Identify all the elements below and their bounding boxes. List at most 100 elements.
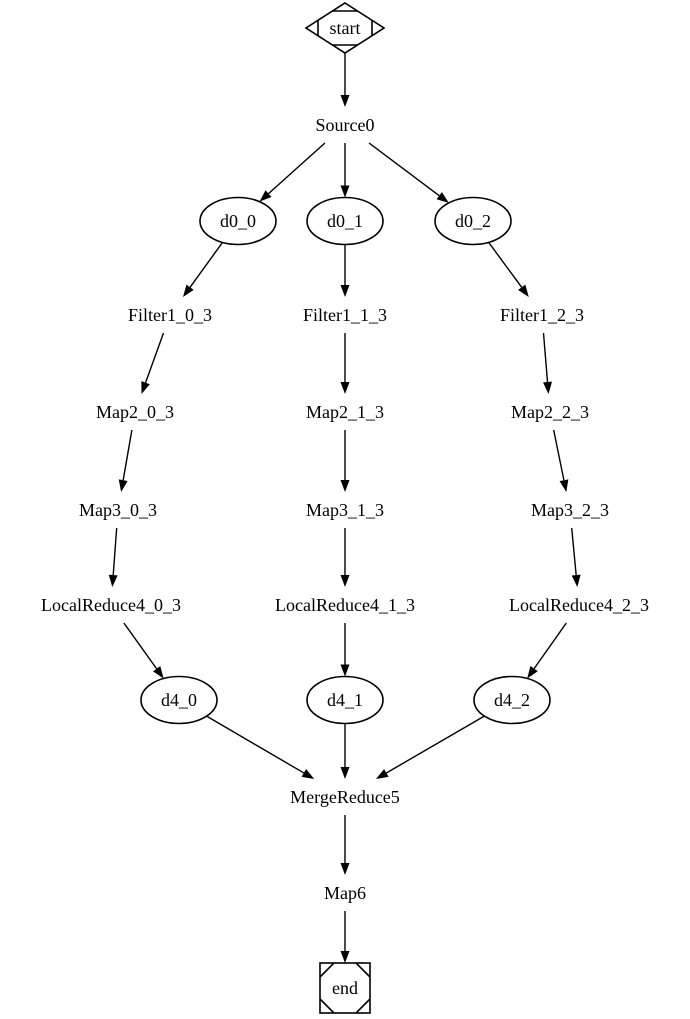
arrowhead-icon — [559, 479, 569, 492]
node-Map3_1_3: Map3_1_3 — [306, 500, 384, 520]
edge-line — [206, 715, 305, 774]
node-LocalReduce4_0_3: LocalReduce4_0_3 — [41, 595, 181, 615]
node-Filter1_1_3: Filter1_1_3 — [303, 305, 387, 325]
node-d4_1: d4_1 — [306, 675, 384, 725]
node-label: d4_1 — [327, 690, 363, 710]
arrowhead-icon — [375, 769, 389, 779]
node-Map2_0_3: Map2_0_3 — [96, 402, 174, 422]
edge-Source0-d0_1 — [340, 143, 350, 198]
edge-Map3_1_3-LocalReduce4_1_3 — [340, 528, 350, 587]
arrowhead-icon — [571, 574, 581, 587]
node-MergeReduce5: MergeReduce5 — [290, 787, 400, 807]
node-label: Map6 — [324, 883, 366, 903]
corner-cut-line — [355, 962, 371, 978]
edge-Map2_2_3-Map3_2_3 — [552, 429, 569, 492]
edge-Filter1_2_3-Map2_2_3 — [542, 332, 553, 394]
arrowhead-icon — [152, 666, 164, 679]
arrowhead-icon — [340, 95, 350, 107]
node-Map2_2_3: Map2_2_3 — [511, 402, 589, 422]
arrowhead-icon — [340, 285, 350, 297]
arrowhead-icon — [543, 381, 553, 394]
node-end: end — [319, 962, 371, 1014]
edge-line — [189, 242, 224, 288]
arrowhead-icon — [340, 185, 350, 198]
edge-d0_2-Filter1_2_3 — [488, 241, 529, 297]
arrowhead-icon — [527, 666, 538, 679]
edge-Map3_2_3-LocalReduce4_2_3 — [571, 527, 581, 587]
edge-LocalReduce4_1_3-d4_1 — [340, 623, 350, 677]
square-shape — [319, 962, 371, 1014]
corner-cut-line — [319, 998, 335, 1014]
arrowhead-icon — [141, 381, 150, 394]
edge-d0_1-Filter1_1_3 — [340, 244, 350, 297]
edge-line — [552, 429, 565, 481]
ellipse-shape — [473, 675, 551, 725]
ellipse-shape — [306, 675, 384, 725]
ellipse-shape — [140, 675, 218, 725]
node-label: Source0 — [316, 115, 375, 135]
edge-line — [533, 622, 567, 670]
arrowhead-icon — [340, 767, 350, 779]
diamond-shape — [304, 2, 386, 54]
node-label: LocalReduce4_0_3 — [41, 595, 181, 615]
node-d4_2: d4_2 — [473, 675, 551, 725]
node-label: Filter1_0_3 — [128, 305, 212, 325]
arrowhead-icon — [340, 480, 350, 492]
node-label: start — [330, 18, 361, 38]
arrowhead-icon — [518, 284, 529, 297]
node-label: LocalReduce4_1_3 — [275, 595, 415, 615]
edge-start-Source0 — [340, 53, 350, 107]
node-label: Filter1_1_3 — [303, 305, 387, 325]
edge-Map6-end — [340, 911, 350, 963]
node-label: Map2_0_3 — [96, 402, 174, 422]
node-d4_0: d4_0 — [140, 675, 218, 725]
node-LocalReduce4_2_3: LocalReduce4_2_3 — [509, 595, 649, 615]
node-label: MergeReduce5 — [290, 787, 400, 807]
ellipse-shape — [199, 196, 277, 246]
node-label: d4_2 — [494, 690, 530, 710]
node-Filter1_2_3: Filter1_2_3 — [500, 305, 584, 325]
arrowhead-icon — [301, 769, 315, 779]
node-label: d4_0 — [161, 690, 197, 710]
node-d0_2: d0_2 — [434, 196, 512, 246]
edge-Filter1_1_3-Map2_1_3 — [340, 333, 350, 394]
node-label: Map3_1_3 — [306, 500, 384, 520]
edge-line — [488, 241, 523, 288]
arrowhead-icon — [340, 951, 350, 963]
node-Map6: Map6 — [324, 883, 366, 903]
arrowhead-icon — [118, 479, 128, 492]
node-Filter1_0_3: Filter1_0_3 — [128, 305, 212, 325]
edge-line — [386, 715, 485, 774]
node-label: Filter1_2_3 — [500, 305, 584, 325]
edge-line — [368, 142, 440, 197]
edge-Source0-d0_2 — [368, 142, 449, 203]
edge-Source0-d0_0 — [259, 142, 326, 202]
node-label: d0_1 — [327, 211, 363, 231]
arrowhead-icon — [183, 284, 194, 297]
arrowhead-icon — [259, 190, 272, 202]
node-d0_0: d0_0 — [199, 196, 277, 246]
edge-line — [123, 622, 158, 670]
node-label: LocalReduce4_2_3 — [509, 595, 649, 615]
edge-line — [571, 527, 577, 576]
arrowhead-icon — [340, 664, 350, 677]
node-label: d0_0 — [220, 211, 256, 231]
node-Map3_0_3: Map3_0_3 — [79, 500, 157, 520]
arrowhead-icon — [340, 575, 350, 587]
node-label: end — [332, 978, 358, 998]
edge-Map2_1_3-Map3_1_3 — [340, 430, 350, 492]
node-label: Map3_0_3 — [79, 500, 157, 520]
arrowhead-icon — [340, 382, 350, 394]
edge-MergeReduce5-Map6 — [340, 815, 350, 875]
edge-line — [268, 142, 326, 195]
node-label: Map2_1_3 — [306, 402, 384, 422]
node-label: d0_2 — [455, 211, 491, 231]
node-LocalReduce4_1_3: LocalReduce4_1_3 — [275, 595, 415, 615]
edge-LocalReduce4_2_3-d4_2 — [527, 622, 567, 679]
edge-Filter1_0_3-Map2_0_3 — [141, 332, 165, 394]
node-label: Map2_2_3 — [511, 402, 589, 422]
arrowhead-icon — [108, 574, 118, 587]
